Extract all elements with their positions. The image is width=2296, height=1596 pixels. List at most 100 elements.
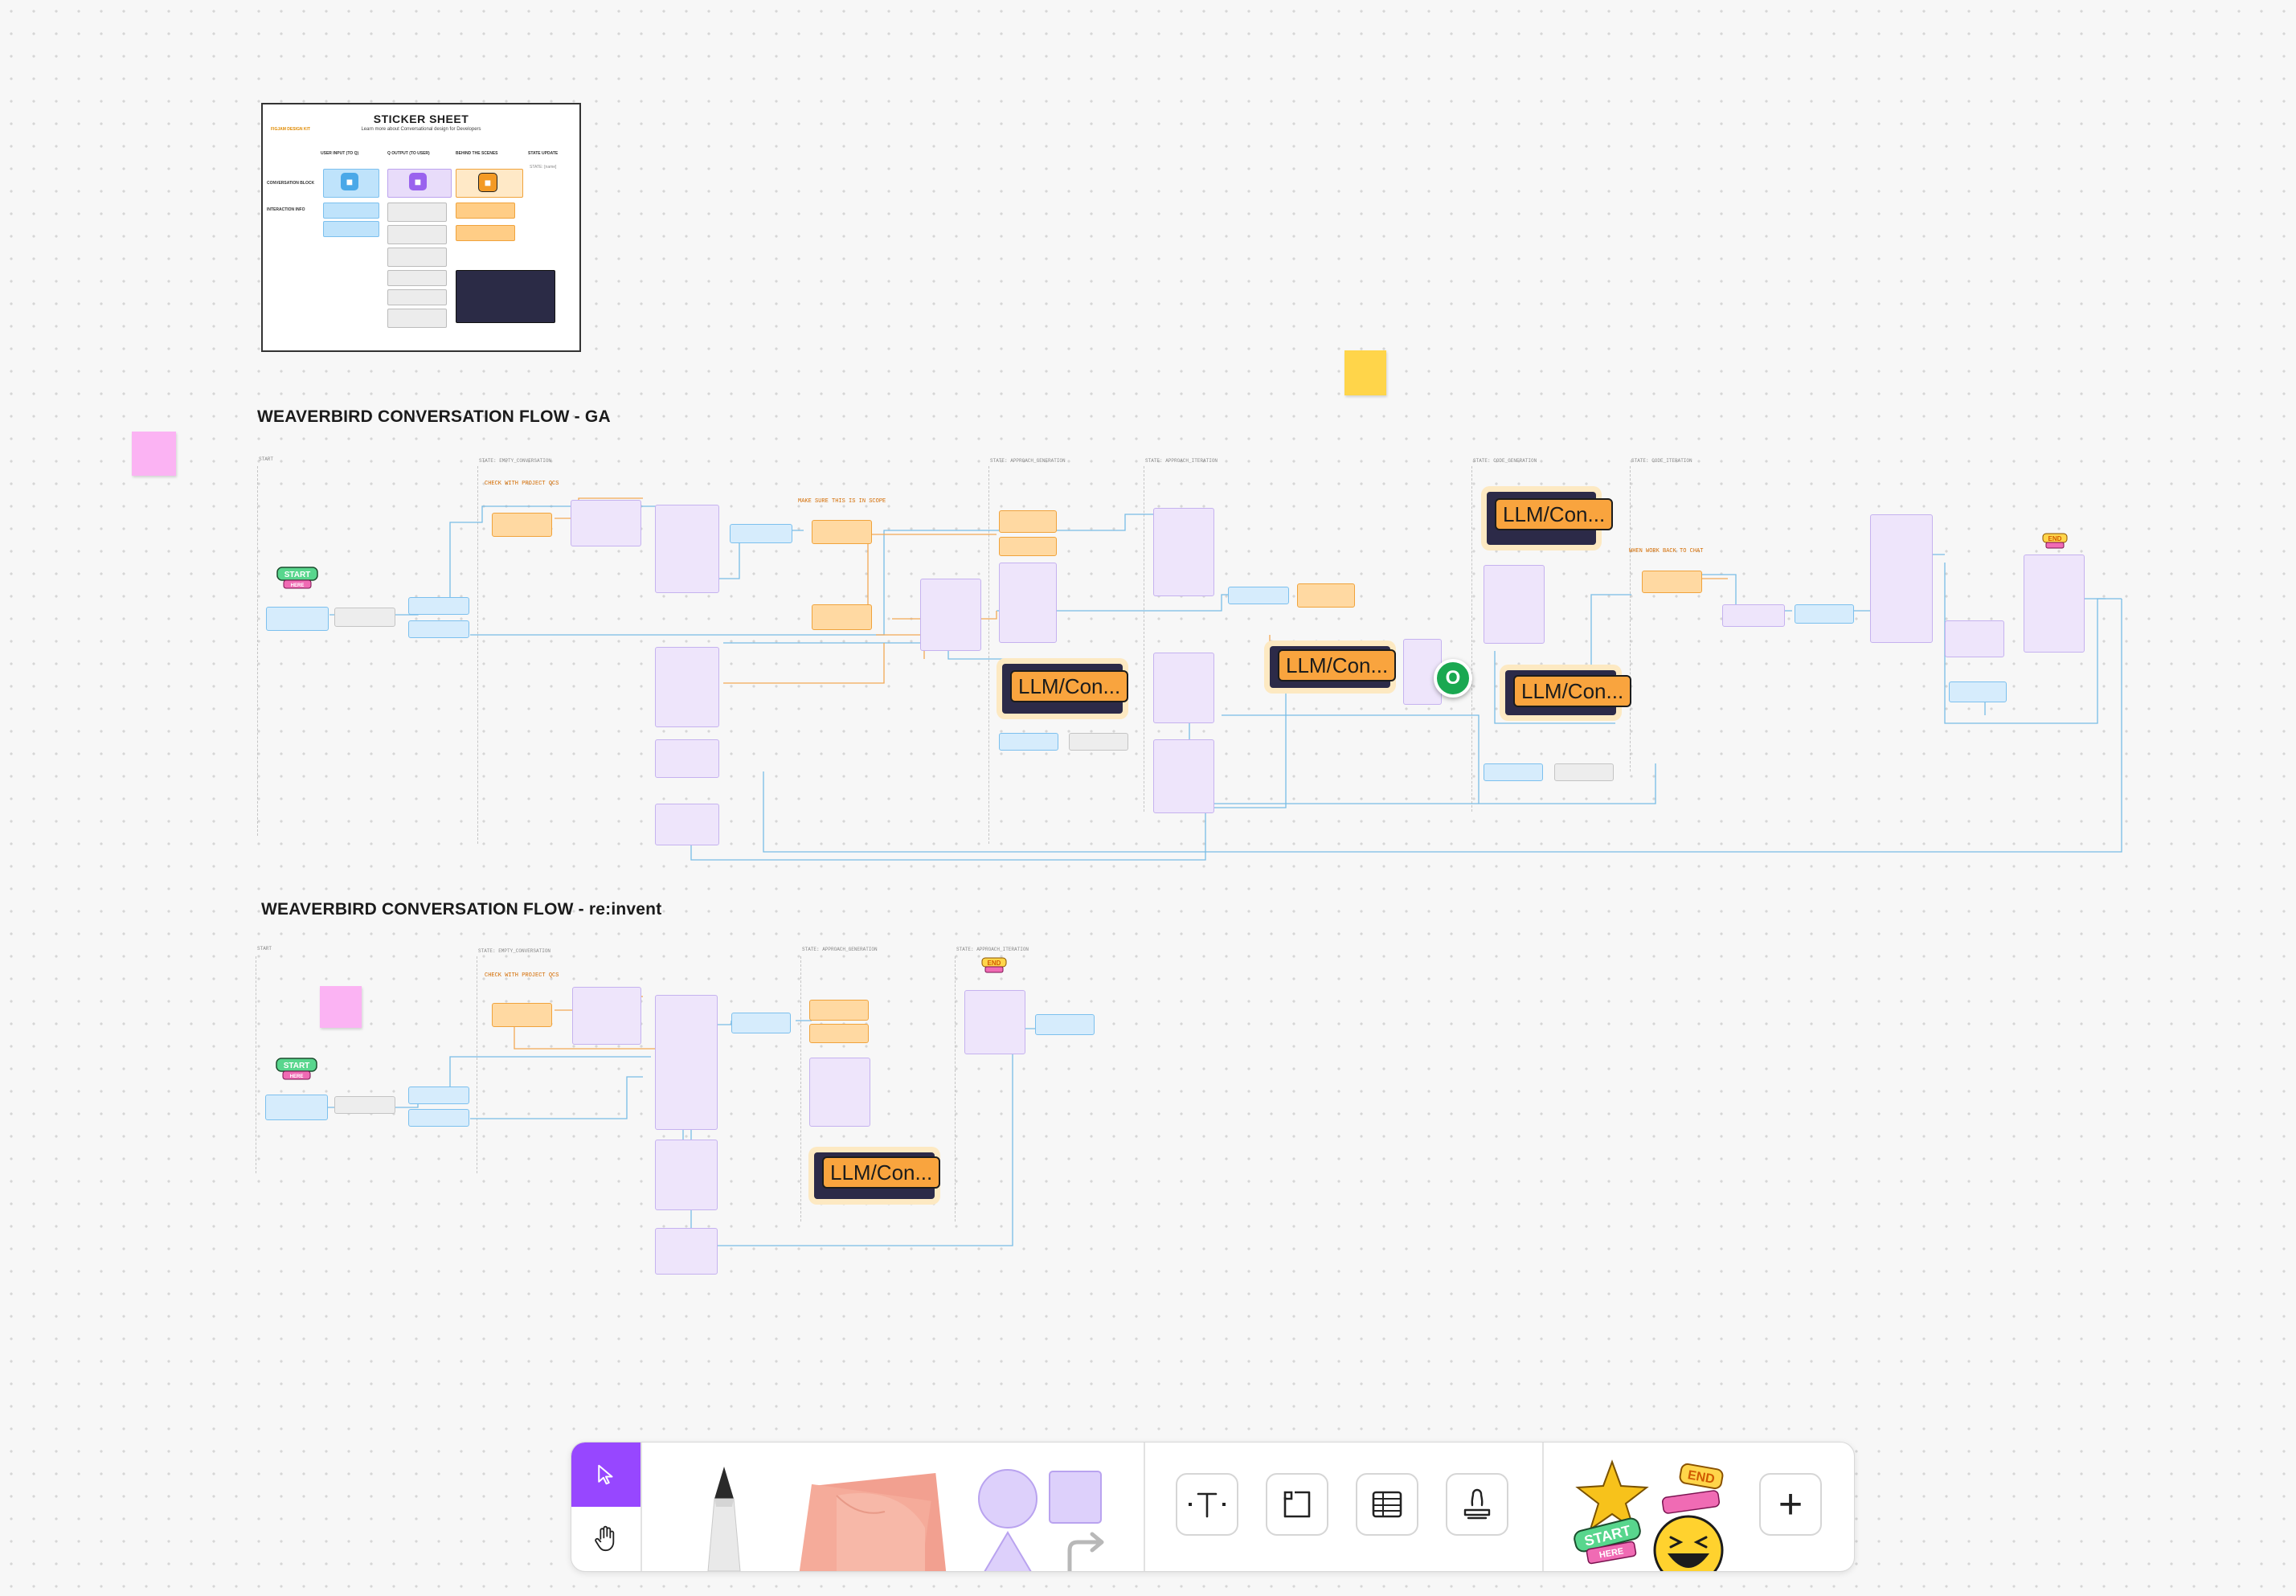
- section-tool[interactable]: [1266, 1473, 1328, 1536]
- q-output-group[interactable]: [920, 579, 981, 651]
- llm-call-node[interactable]: [1297, 583, 1355, 608]
- row-header: INTERACTION INFO: [267, 207, 305, 212]
- user-input-node[interactable]: [266, 607, 329, 631]
- sticker-user-action[interactable]: [323, 221, 379, 237]
- sticky-note[interactable]: [132, 432, 176, 476]
- column-header: BEHIND THE SCENES: [456, 151, 498, 156]
- llm-call-node[interactable]: [1642, 571, 1702, 593]
- sticker-workspace[interactable]: [387, 309, 447, 328]
- q-output-group[interactable]: [1153, 653, 1214, 723]
- q-output-group[interactable]: [571, 500, 641, 546]
- sticker-changed-artifact[interactable]: [387, 289, 447, 305]
- q-output-group[interactable]: [1153, 508, 1214, 596]
- q-output-group[interactable]: [809, 1058, 870, 1127]
- q-output-group[interactable]: [1484, 565, 1545, 644]
- q-output-group[interactable]: [655, 739, 719, 778]
- end-sticker[interactable]: END: [2041, 532, 2069, 554]
- user-input-node[interactable]: [408, 1087, 469, 1104]
- section-icon: [1283, 1491, 1311, 1518]
- state-label: STATE: APPROACH_ITERATION: [1145, 458, 1218, 464]
- llm-prompt-card[interactable]: LLM/Con...: [1505, 670, 1632, 715]
- user-input-node[interactable]: [731, 1013, 791, 1033]
- q-output-group[interactable]: [655, 995, 718, 1130]
- sticker-user-text[interactable]: [323, 203, 379, 219]
- flow-title-ga: WEAVERBIRD CONVERSATION FLOW - GA: [257, 407, 611, 426]
- user-input-node[interactable]: [1795, 604, 1854, 624]
- text-suggestion-node[interactable]: [1069, 733, 1128, 751]
- shapes-tool[interactable]: [977, 1463, 1114, 1571]
- llm-call-node[interactable]: [999, 510, 1057, 533]
- llm-prompt-card[interactable]: LLM/Con...: [814, 1152, 941, 1199]
- q-output-group[interactable]: [964, 990, 1025, 1054]
- collaborator-avatar[interactable]: O: [1434, 659, 1472, 698]
- user-input-node[interactable]: [408, 1109, 469, 1127]
- sticker-follow-up[interactable]: [387, 248, 447, 267]
- text-suggestion-node[interactable]: [334, 608, 395, 627]
- sticky-note[interactable]: [1344, 350, 1386, 395]
- connector-tool[interactable]: [1062, 1526, 1110, 1571]
- llm-prompt-card[interactable]: LLM/Con...: [1487, 492, 1614, 545]
- more-tool[interactable]: +: [1759, 1473, 1822, 1536]
- sticker-artifact[interactable]: [387, 270, 447, 286]
- select-tool[interactable]: [571, 1443, 641, 1507]
- q-output-group[interactable]: [999, 563, 1057, 643]
- q-output-group[interactable]: [1870, 514, 1933, 643]
- user-input-node[interactable]: [1035, 1014, 1095, 1035]
- here-text: HERE: [1598, 1546, 1624, 1560]
- sticker-text-output[interactable]: [387, 203, 447, 222]
- llm-call-node[interactable]: [812, 604, 872, 630]
- q-output-group[interactable]: [1945, 620, 2004, 657]
- marker-tool[interactable]: [692, 1467, 756, 1571]
- sticker-text-suggestion[interactable]: [387, 225, 447, 244]
- stickers-tool[interactable]: START HERE END: [1568, 1454, 1737, 1571]
- user-input-node[interactable]: [1228, 587, 1289, 604]
- table-icon: [1372, 1491, 1402, 1518]
- sticker-llm-call[interactable]: [456, 203, 515, 219]
- start-sticker[interactable]: START HERE: [276, 564, 319, 597]
- sticker-service-call[interactable]: [456, 225, 515, 241]
- table-tool[interactable]: [1356, 1473, 1418, 1536]
- llm-call-node[interactable]: [812, 520, 872, 544]
- q-output-group[interactable]: [655, 505, 719, 593]
- llm-prompt-card[interactable]: LLM/Con...: [1002, 664, 1129, 714]
- state-label: START: [257, 946, 272, 951]
- q-output-group[interactable]: [655, 804, 719, 845]
- sticker-sheet-frame[interactable]: FIGJAM DESIGN KIT STICKER SHEET Learn mo…: [261, 103, 581, 352]
- user-input-node[interactable]: [1484, 763, 1543, 781]
- hand-tool[interactable]: [571, 1507, 641, 1571]
- text-tool[interactable]: [1176, 1473, 1238, 1536]
- user-input-node[interactable]: [408, 597, 469, 615]
- llm-call-node[interactable]: [492, 1003, 552, 1027]
- q-output-group[interactable]: [1153, 739, 1214, 813]
- end-sticker[interactable]: END: [980, 956, 1008, 978]
- user-input-node[interactable]: [730, 524, 792, 543]
- user-input-node[interactable]: [999, 733, 1058, 751]
- user-input-node[interactable]: [408, 620, 469, 638]
- block-icon: ■: [478, 173, 497, 192]
- q-output-group[interactable]: [655, 1140, 718, 1210]
- q-output-group[interactable]: [655, 1228, 718, 1275]
- q-output-group[interactable]: [655, 647, 719, 727]
- connector-arrow-icon: [1067, 1532, 1104, 1571]
- llm-call-node[interactable]: [809, 1000, 869, 1021]
- end-text: END: [2048, 535, 2062, 542]
- stickers-icon: START HERE END: [1574, 1459, 1724, 1571]
- flow-sign: CHECK WITH PROJECT QCS: [485, 972, 559, 979]
- q-output-group[interactable]: [2024, 555, 2085, 653]
- q-output-group[interactable]: [1722, 604, 1785, 627]
- text-suggestion-node[interactable]: [334, 1096, 395, 1114]
- sticky-note[interactable]: [320, 986, 362, 1028]
- llm-call-node[interactable]: [809, 1024, 869, 1043]
- text-suggestion-node[interactable]: [1554, 763, 1614, 781]
- q-output-group[interactable]: [572, 987, 641, 1045]
- llm-call-node[interactable]: [999, 537, 1057, 556]
- sticker-llm-prompt[interactable]: [456, 270, 555, 323]
- user-input-node[interactable]: [1949, 681, 2007, 702]
- stamp-tool[interactable]: [1446, 1473, 1508, 1536]
- user-input-node[interactable]: [265, 1095, 328, 1120]
- start-sticker[interactable]: START HERE: [275, 1055, 318, 1088]
- start-text: START: [284, 571, 311, 579]
- llm-prompt-card[interactable]: LLM/Con...: [1270, 646, 1397, 688]
- sticky-note-tool[interactable]: [788, 1463, 949, 1571]
- llm-call-node[interactable]: [492, 513, 552, 537]
